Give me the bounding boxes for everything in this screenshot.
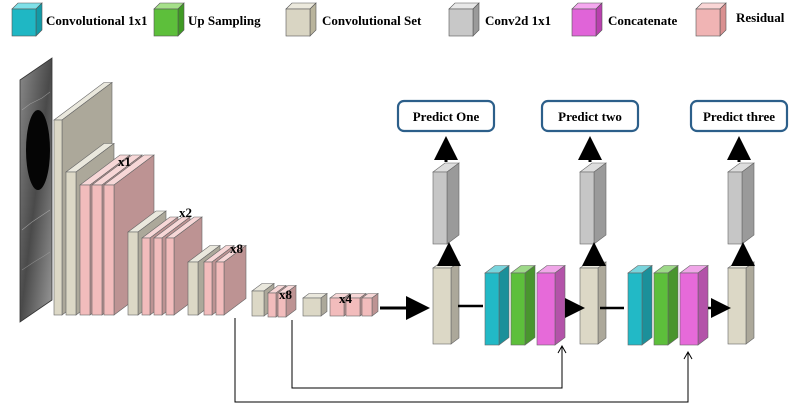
residual-block-front: [267, 292, 277, 318]
conv2d-swatch: [448, 8, 474, 37]
skip-connection-to-concat2: [234, 318, 693, 403]
concatenate-block-front: [536, 272, 556, 346]
residual-block-front: [91, 184, 103, 316]
predict-box-three: Predict three: [689, 99, 789, 133]
residual-block-front: [329, 297, 345, 317]
residual-block-front: [345, 297, 361, 317]
residual-block-front: [103, 184, 115, 316]
conv-set-block: [432, 261, 460, 345]
residual-block: [215, 244, 247, 316]
legend: Convolutional 1x1 Up Sampling Convolutio…: [11, 2, 785, 37]
conv1x1-block-front: [627, 272, 643, 346]
conv-set-block: [302, 292, 328, 317]
multiplier-x8: x8: [230, 241, 244, 256]
legend-item-conv2d: Conv2d 1x1: [448, 2, 551, 37]
conv1x1-block-side: [498, 264, 510, 346]
predict-label: Predict three: [703, 109, 775, 124]
conv2d-block: [579, 162, 607, 245]
conv-set-block-front: [579, 267, 599, 345]
conv1x1-block-side: [641, 264, 653, 346]
legend-label: Residual: [736, 10, 785, 25]
conv-set-block-front: [251, 290, 265, 317]
residual-block-front: [361, 297, 373, 317]
multiplier-x8: x8: [279, 287, 293, 302]
upsampling-block-side: [667, 264, 679, 346]
residual-block: [361, 292, 379, 317]
legend-label: Concatenate: [608, 13, 678, 28]
multiplier-x1: x1: [118, 154, 131, 169]
legend-item-conv1x1: Convolutional 1x1: [11, 2, 148, 37]
residual-block-front: [203, 261, 213, 316]
concatenate-block: [679, 264, 709, 346]
upsampling-block-front: [510, 272, 526, 346]
residual-swatch: [695, 8, 721, 37]
legend-label: Conv2d 1x1: [485, 13, 551, 28]
conv1x1-block-front: [484, 272, 500, 346]
conv2d-block-front: [432, 171, 448, 245]
conv-set-block-front: [53, 119, 63, 316]
conv-set-block-front: [127, 231, 139, 316]
residual-block-front: [153, 237, 163, 316]
conv-set-block-front: [727, 267, 747, 345]
residual-block: [277, 284, 297, 318]
concatenate-block-front: [679, 272, 699, 346]
conv-set-block-front: [187, 261, 199, 316]
input-image: [19, 57, 53, 323]
conv-set-block-side: [450, 261, 460, 345]
predict-label: Predict One: [413, 109, 480, 124]
predict-box-one: Predict One: [396, 99, 496, 133]
predict-box-two: Predict two: [540, 99, 640, 133]
conv1x1-block: [484, 264, 510, 346]
conv2d-block-front: [579, 171, 595, 245]
conv-set-block-front: [65, 171, 77, 316]
conv1x1-swatch: [11, 8, 37, 37]
conv-set-block-front: [432, 267, 452, 345]
upsampling-block: [510, 264, 536, 346]
residual-block-front: [79, 184, 91, 316]
legend-label: Convolutional 1x1: [46, 13, 148, 28]
conv-set-block-side: [597, 261, 607, 345]
upsampling-block-side: [524, 264, 536, 346]
upsampling-swatch: [153, 8, 179, 37]
residual-block-front: [141, 237, 151, 316]
legend-item-concatenate: Concatenate: [571, 2, 678, 37]
conv-set-block: [727, 261, 755, 345]
skip-connection-to-concat1: [291, 320, 567, 389]
conv2d-block: [432, 162, 460, 245]
multiplier-x4: x4: [339, 291, 353, 306]
conv2d-block-side: [741, 162, 755, 245]
conv2d-block-side: [593, 162, 607, 245]
concatenate-block-side: [697, 264, 709, 346]
legend-label: Up Sampling: [188, 13, 261, 28]
legend-item-upsampling: Up Sampling: [153, 2, 261, 37]
concatenate-block: [536, 264, 566, 346]
residual-block-front: [165, 237, 175, 316]
conv2d-block: [727, 162, 755, 245]
multiplier-x2: x2: [179, 205, 192, 220]
convset-swatch: [285, 8, 311, 37]
upsampling-block: [653, 264, 679, 346]
concatenate-swatch: [571, 8, 597, 37]
backbone: [53, 81, 379, 318]
connectors: [234, 136, 755, 403]
legend-item-convset: Convolutional Set: [285, 2, 422, 37]
residual-block-front: [277, 292, 287, 318]
conv2d-block-side: [446, 162, 460, 245]
conv-set-block-front: [302, 297, 322, 317]
conv-set-block-side: [745, 261, 755, 345]
residual-block-front: [215, 261, 225, 316]
upsampling-block-front: [653, 272, 669, 346]
conv-set-block: [579, 261, 607, 345]
lesion-shape: [26, 110, 50, 190]
predict-label: Predict two: [558, 109, 622, 124]
conv1x1-block: [627, 264, 653, 346]
conv2d-block-front: [727, 171, 743, 245]
concatenate-block-side: [554, 264, 566, 346]
legend-item-residual: Residual: [695, 2, 785, 37]
heads: [432, 162, 755, 346]
legend-label: Convolutional Set: [322, 13, 422, 28]
